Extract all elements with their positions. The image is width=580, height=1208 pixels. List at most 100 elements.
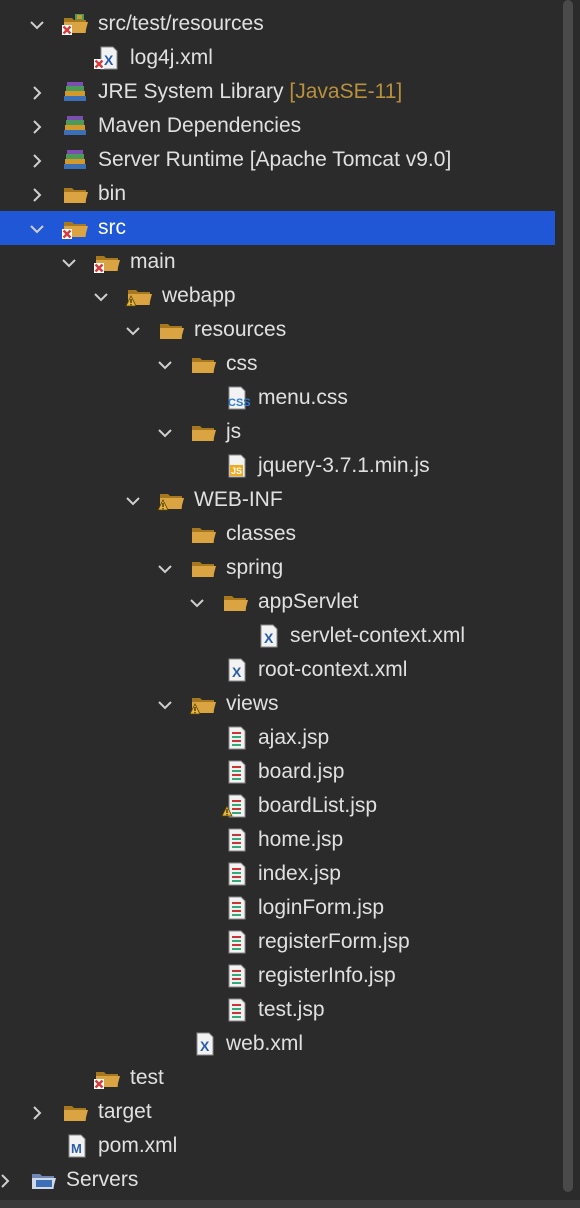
xml-file-icon: X	[254, 624, 282, 648]
chevron-down-icon[interactable]	[156, 356, 174, 374]
chevron-down-icon[interactable]	[156, 696, 174, 714]
chevron-right-icon[interactable]	[0, 1172, 14, 1190]
tree-row-js[interactable]: js	[0, 415, 555, 449]
chevron-down-icon[interactable]	[28, 220, 46, 238]
jsp-file-icon	[222, 760, 250, 784]
chevron-down-icon[interactable]	[28, 16, 46, 34]
tree-row-registerform-jsp[interactable]: registerForm.jsp	[0, 925, 555, 959]
tree-item-label: resources	[194, 318, 287, 341]
chevron-down-icon[interactable]	[124, 322, 142, 340]
tree-item-label: board.jsp	[258, 760, 345, 783]
jsp-file-icon	[222, 930, 250, 954]
tree-row-main[interactable]: main	[0, 245, 555, 279]
vertical-scrollbar-thumb[interactable]	[563, 0, 573, 1192]
chevron-down-icon[interactable]	[188, 594, 206, 612]
tree-item-label: registerInfo.jsp	[258, 964, 396, 987]
jsp-file-icon	[222, 896, 250, 920]
tree-row-registerinfo-jsp[interactable]: registerInfo.jsp	[0, 959, 555, 993]
tree-row-index-jsp[interactable]: index.jsp	[0, 857, 555, 891]
tree-item-label: src/test/resources	[98, 12, 264, 35]
tree-item-label: src	[98, 216, 126, 239]
jsp-file-icon	[222, 828, 250, 852]
tree-row-board-jsp[interactable]: board.jsp	[0, 755, 555, 789]
tree-row-maven-dependencies[interactable]: Maven Dependencies	[0, 109, 555, 143]
tree-row-test[interactable]: test	[0, 1061, 555, 1095]
tree-row-appservlet[interactable]: appServlet	[0, 585, 555, 619]
folder-icon	[62, 1100, 90, 1124]
tree-item-label: index.jsp	[258, 862, 341, 885]
chevron-down-icon[interactable]	[92, 288, 110, 306]
tree-row-servers[interactable]: Servers	[0, 1163, 555, 1197]
tree-item-label: registerForm.jsp	[258, 930, 410, 953]
chevron-right-icon[interactable]	[28, 152, 46, 170]
tree-row-views[interactable]: views	[0, 687, 555, 721]
tree-row-src[interactable]: src	[0, 211, 555, 245]
tree-row-ajax-jsp[interactable]: ajax.jsp	[0, 721, 555, 755]
tree-item-label: WEB-INF	[194, 488, 283, 511]
chevron-down-icon[interactable]	[156, 560, 174, 578]
tree-row-web-inf[interactable]: WEB-INF	[0, 483, 555, 517]
chevron-down-icon[interactable]	[124, 492, 142, 510]
chevron-down-icon[interactable]	[156, 424, 174, 442]
svg-text:M: M	[71, 1141, 82, 1156]
tree-row-classes[interactable]: classes	[0, 517, 555, 551]
tree-row-test-jsp[interactable]: test.jsp	[0, 993, 555, 1027]
source-folder-error-icon	[62, 12, 90, 36]
jsp-file-icon	[222, 862, 250, 886]
tree-row-loginform-jsp[interactable]: loginForm.jsp	[0, 891, 555, 925]
chevron-right-icon[interactable]	[28, 84, 46, 102]
tree-row-jre-system-library[interactable]: JRE System Library [JavaSE-11]	[0, 75, 555, 109]
xml-file-icon: X	[222, 658, 250, 682]
tree-item-label: main	[130, 250, 176, 273]
tree-row-home-jsp[interactable]: home.jsp	[0, 823, 555, 857]
jsp-file-icon	[222, 726, 250, 750]
svg-text:X: X	[200, 1038, 210, 1054]
tree-item-label: jquery-3.7.1.min.js	[258, 454, 430, 477]
svg-text:X: X	[232, 664, 242, 680]
project-explorer-tree: src/test/resources X log4j.xml JRE Syste…	[0, 7, 555, 1197]
tree-item-label: spring	[226, 556, 284, 579]
folder-error-icon	[94, 1066, 122, 1090]
tree-item-label: pom.xml	[98, 1134, 178, 1157]
jsp-file-warning-icon	[221, 794, 250, 818]
tree-item-label: JRE System Library [JavaSE-11]	[98, 80, 403, 103]
xml-file-icon: X	[190, 1032, 218, 1056]
tree-row-src-test-resources[interactable]: src/test/resources	[0, 7, 555, 41]
tree-row-spring[interactable]: spring	[0, 551, 555, 585]
tree-item-label: css	[226, 352, 258, 375]
tree-item-label: home.jsp	[258, 828, 344, 851]
tree-row-log4j-xml[interactable]: X log4j.xml	[0, 41, 555, 75]
chevron-right-icon[interactable]	[28, 118, 46, 136]
chevron-right-icon[interactable]	[28, 186, 46, 204]
tree-row-menu-css[interactable]: CSS menu.css	[0, 381, 555, 415]
tree-row-resources[interactable]: resources	[0, 313, 555, 347]
tree-row-jquery[interactable]: JS jquery-3.7.1.min.js	[0, 449, 555, 483]
chevron-down-icon[interactable]	[60, 254, 78, 272]
tree-row-target[interactable]: target	[0, 1095, 555, 1129]
tree-item-label: test	[130, 1066, 164, 1089]
tree-item-label: servlet-context.xml	[290, 624, 466, 647]
chevron-right-icon[interactable]	[28, 1104, 46, 1122]
css-file-icon: CSS	[222, 386, 251, 410]
tree-row-bin[interactable]: bin	[0, 177, 555, 211]
tree-item-label: Servers	[66, 1168, 139, 1191]
folder-error-icon	[62, 216, 90, 240]
tree-item-label: js	[226, 420, 242, 443]
maven-file-icon: M	[62, 1134, 90, 1158]
tree-item-label: menu.css	[258, 386, 348, 409]
js-file-icon: JS	[222, 454, 250, 478]
tree-item-label: loginForm.jsp	[258, 896, 385, 919]
svg-text:X: X	[264, 630, 274, 646]
horizontal-scrollbar[interactable]	[0, 1200, 580, 1208]
tree-row-webapp[interactable]: webapp	[0, 279, 555, 313]
svg-text:JS: JS	[231, 466, 242, 476]
tree-row-boardlist-jsp[interactable]: boardList.jsp	[0, 789, 555, 823]
tree-item-label: boardList.jsp	[258, 794, 378, 817]
tree-row-server-runtime[interactable]: Server Runtime [Apache Tomcat v9.0]	[0, 143, 555, 177]
tree-row-css[interactable]: css	[0, 347, 555, 381]
tree-item-label: root-context.xml	[258, 658, 408, 681]
